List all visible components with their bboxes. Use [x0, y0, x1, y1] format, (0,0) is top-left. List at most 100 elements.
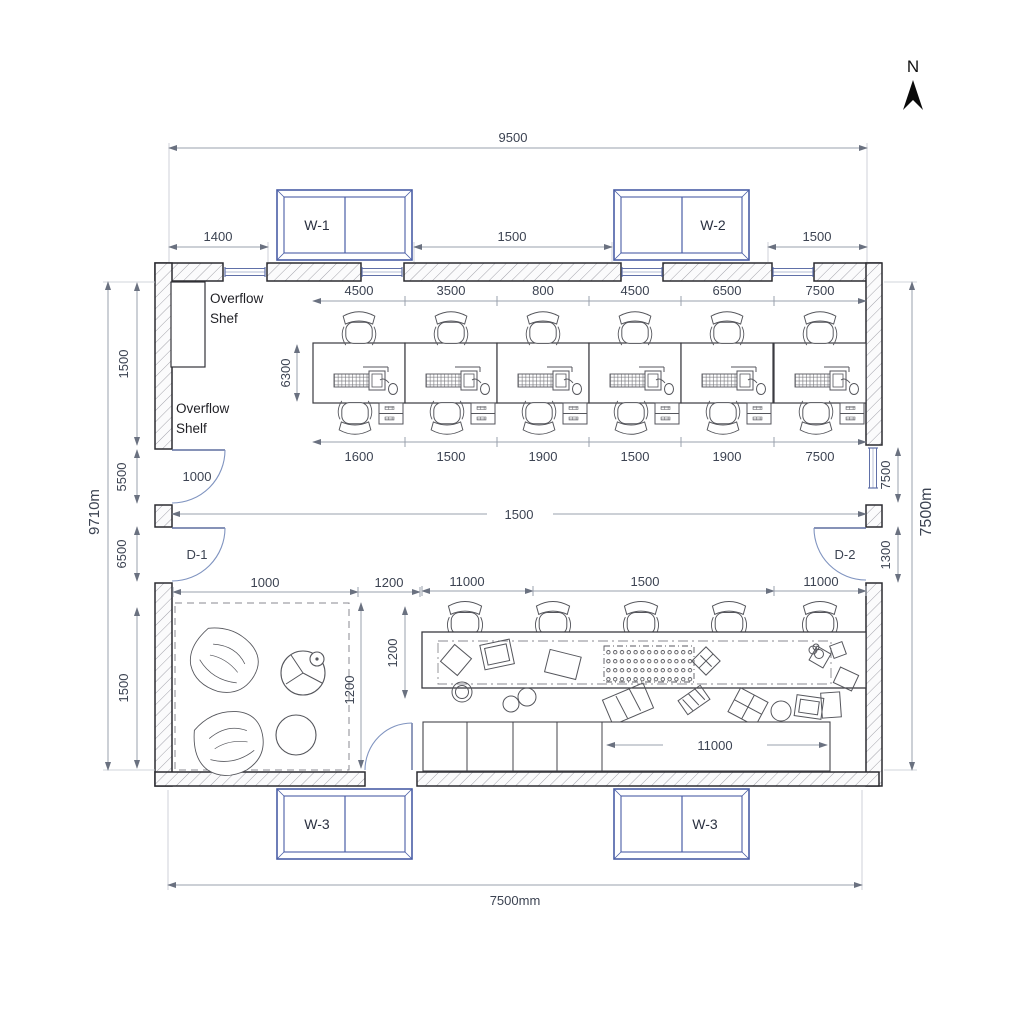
dim-label: 7500mm: [490, 893, 541, 908]
desk-unit: [589, 312, 681, 435]
door-d1: D-1: [171, 527, 226, 582]
counter-dim: 11000: [606, 738, 828, 753]
long-table-area: [421, 600, 867, 727]
right-wall-window-icon: [867, 447, 879, 489]
overflow-shelf: Overflow Shef Overflow Shelf: [170, 281, 264, 436]
door-label: D-2: [835, 547, 856, 562]
desk-unit: [405, 312, 497, 435]
dim-label: 1900: [713, 449, 742, 464]
dim-label: 1500: [437, 449, 466, 464]
dim-label: 1500: [116, 350, 131, 379]
dim-label: 6500: [713, 283, 742, 298]
door-d2: D-2: [813, 527, 867, 581]
dim-label: 1500: [621, 449, 650, 464]
desk-unit: [313, 312, 405, 435]
table-chair: [534, 600, 572, 637]
dim-label: 9500: [499, 130, 528, 145]
dim-label: 7500: [806, 283, 835, 298]
lounge-area: [174, 602, 350, 782]
dim-label: 1200: [385, 639, 400, 668]
window-w3-right: W-3: [613, 788, 750, 860]
top-wall-window-icon: [361, 266, 403, 278]
desk-depth-dim: 6300: [278, 344, 301, 402]
desk-dim-top: 4500 3500 800 4500 6500 7500: [312, 283, 867, 306]
dim-label: 1900: [529, 449, 558, 464]
perforated-panel: [603, 645, 695, 683]
north-arrow-icon: [903, 80, 923, 110]
dim-label: 11000: [697, 738, 732, 753]
corridor-dim: 1500: [171, 507, 867, 522]
window-w2: W-2: [613, 189, 750, 261]
window-label: W-3: [304, 816, 330, 832]
dim-label: 1500: [116, 674, 131, 703]
top-wall-window-icon: [224, 266, 266, 278]
top-wall-window-icon: [772, 266, 814, 278]
dim-label: 7500m: [918, 488, 935, 537]
dim-label: 3500: [437, 283, 466, 298]
dim-label: 9710m: [86, 489, 103, 535]
desk-unit: [774, 312, 866, 435]
dim-label: 1400: [204, 229, 233, 244]
window-label: W-2: [700, 217, 726, 233]
dim-label: 6500: [114, 540, 129, 569]
table-chair: [622, 600, 660, 637]
round-side-table: [280, 650, 326, 696]
north-label: N: [907, 57, 919, 76]
dim-label: 1500: [498, 229, 527, 244]
dim-label: 7500: [806, 449, 835, 464]
dim-top-offsets: 1400 1500 1500: [168, 229, 868, 262]
shelf-label-bottom-line2: Shelf: [176, 421, 207, 436]
dim-label: 1500: [803, 229, 832, 244]
shelf-label-top-line2: Shef: [210, 311, 238, 326]
window-w3-left: W-3: [276, 788, 413, 860]
dim-label: 6300: [278, 359, 293, 388]
dim-left-segments: 1500 5500 6500 1500: [114, 282, 141, 769]
dim-right-overall: 7500m: [884, 281, 935, 771]
lounge-dims: 1000 1200 1200 1200: [172, 575, 421, 769]
dim-label: 11000: [803, 574, 838, 589]
desk-unit: [681, 312, 773, 435]
dim-label: 1300: [878, 541, 893, 570]
scattered-items-on-table: [439, 638, 860, 713]
dim-label: 5500: [114, 463, 129, 492]
pouf: [275, 714, 317, 756]
table-chair: [801, 600, 839, 637]
workstation-row: [313, 312, 866, 435]
dim-label: 7500: [878, 461, 893, 490]
table-chair: [710, 600, 748, 637]
shelf-label-bottom-line1: Overflow: [176, 401, 230, 416]
desk-dim-bottom: 1600 1500 1900 1500 1900 7500: [312, 437, 867, 464]
window-w1: W-1: [276, 189, 413, 261]
dim-label: 11000: [449, 574, 484, 589]
window-label: W-1: [304, 217, 330, 233]
shelf-label-top-line1: Overflow: [210, 291, 264, 306]
dim-label: 4500: [621, 283, 650, 298]
armchair: [178, 616, 269, 706]
table-dims: 11000 1500 11000: [421, 574, 867, 596]
top-wall-window-icon: [621, 266, 663, 278]
dim-label: 4500: [345, 283, 374, 298]
dim-label: 1200: [342, 676, 357, 705]
dim-top-overall: 9500: [168, 130, 868, 262]
dim-label: 1600: [345, 449, 374, 464]
north-indicator: N: [903, 57, 923, 110]
dim-label: 1000: [251, 575, 280, 590]
dim-label: 1500: [505, 507, 534, 522]
dim-right-segments: 7500 1300: [878, 447, 902, 583]
door-width-label: 1000: [183, 469, 212, 484]
dim-label: 1500: [631, 574, 660, 589]
dim-label: 800: [532, 283, 554, 298]
window-label: W-3: [692, 816, 718, 832]
scattered-items-below-table: [601, 682, 842, 727]
door-left-upper: 1000: [171, 449, 226, 504]
door-bottom: [364, 722, 413, 771]
walls: [154, 262, 883, 787]
counter-row: 11000: [422, 721, 831, 772]
table-chair: [446, 600, 484, 637]
dim-label: 1200: [375, 575, 404, 590]
door-label: D-1: [187, 547, 208, 562]
desk-unit: [497, 312, 589, 435]
dim-bottom-overall: 7500mm: [167, 790, 863, 908]
